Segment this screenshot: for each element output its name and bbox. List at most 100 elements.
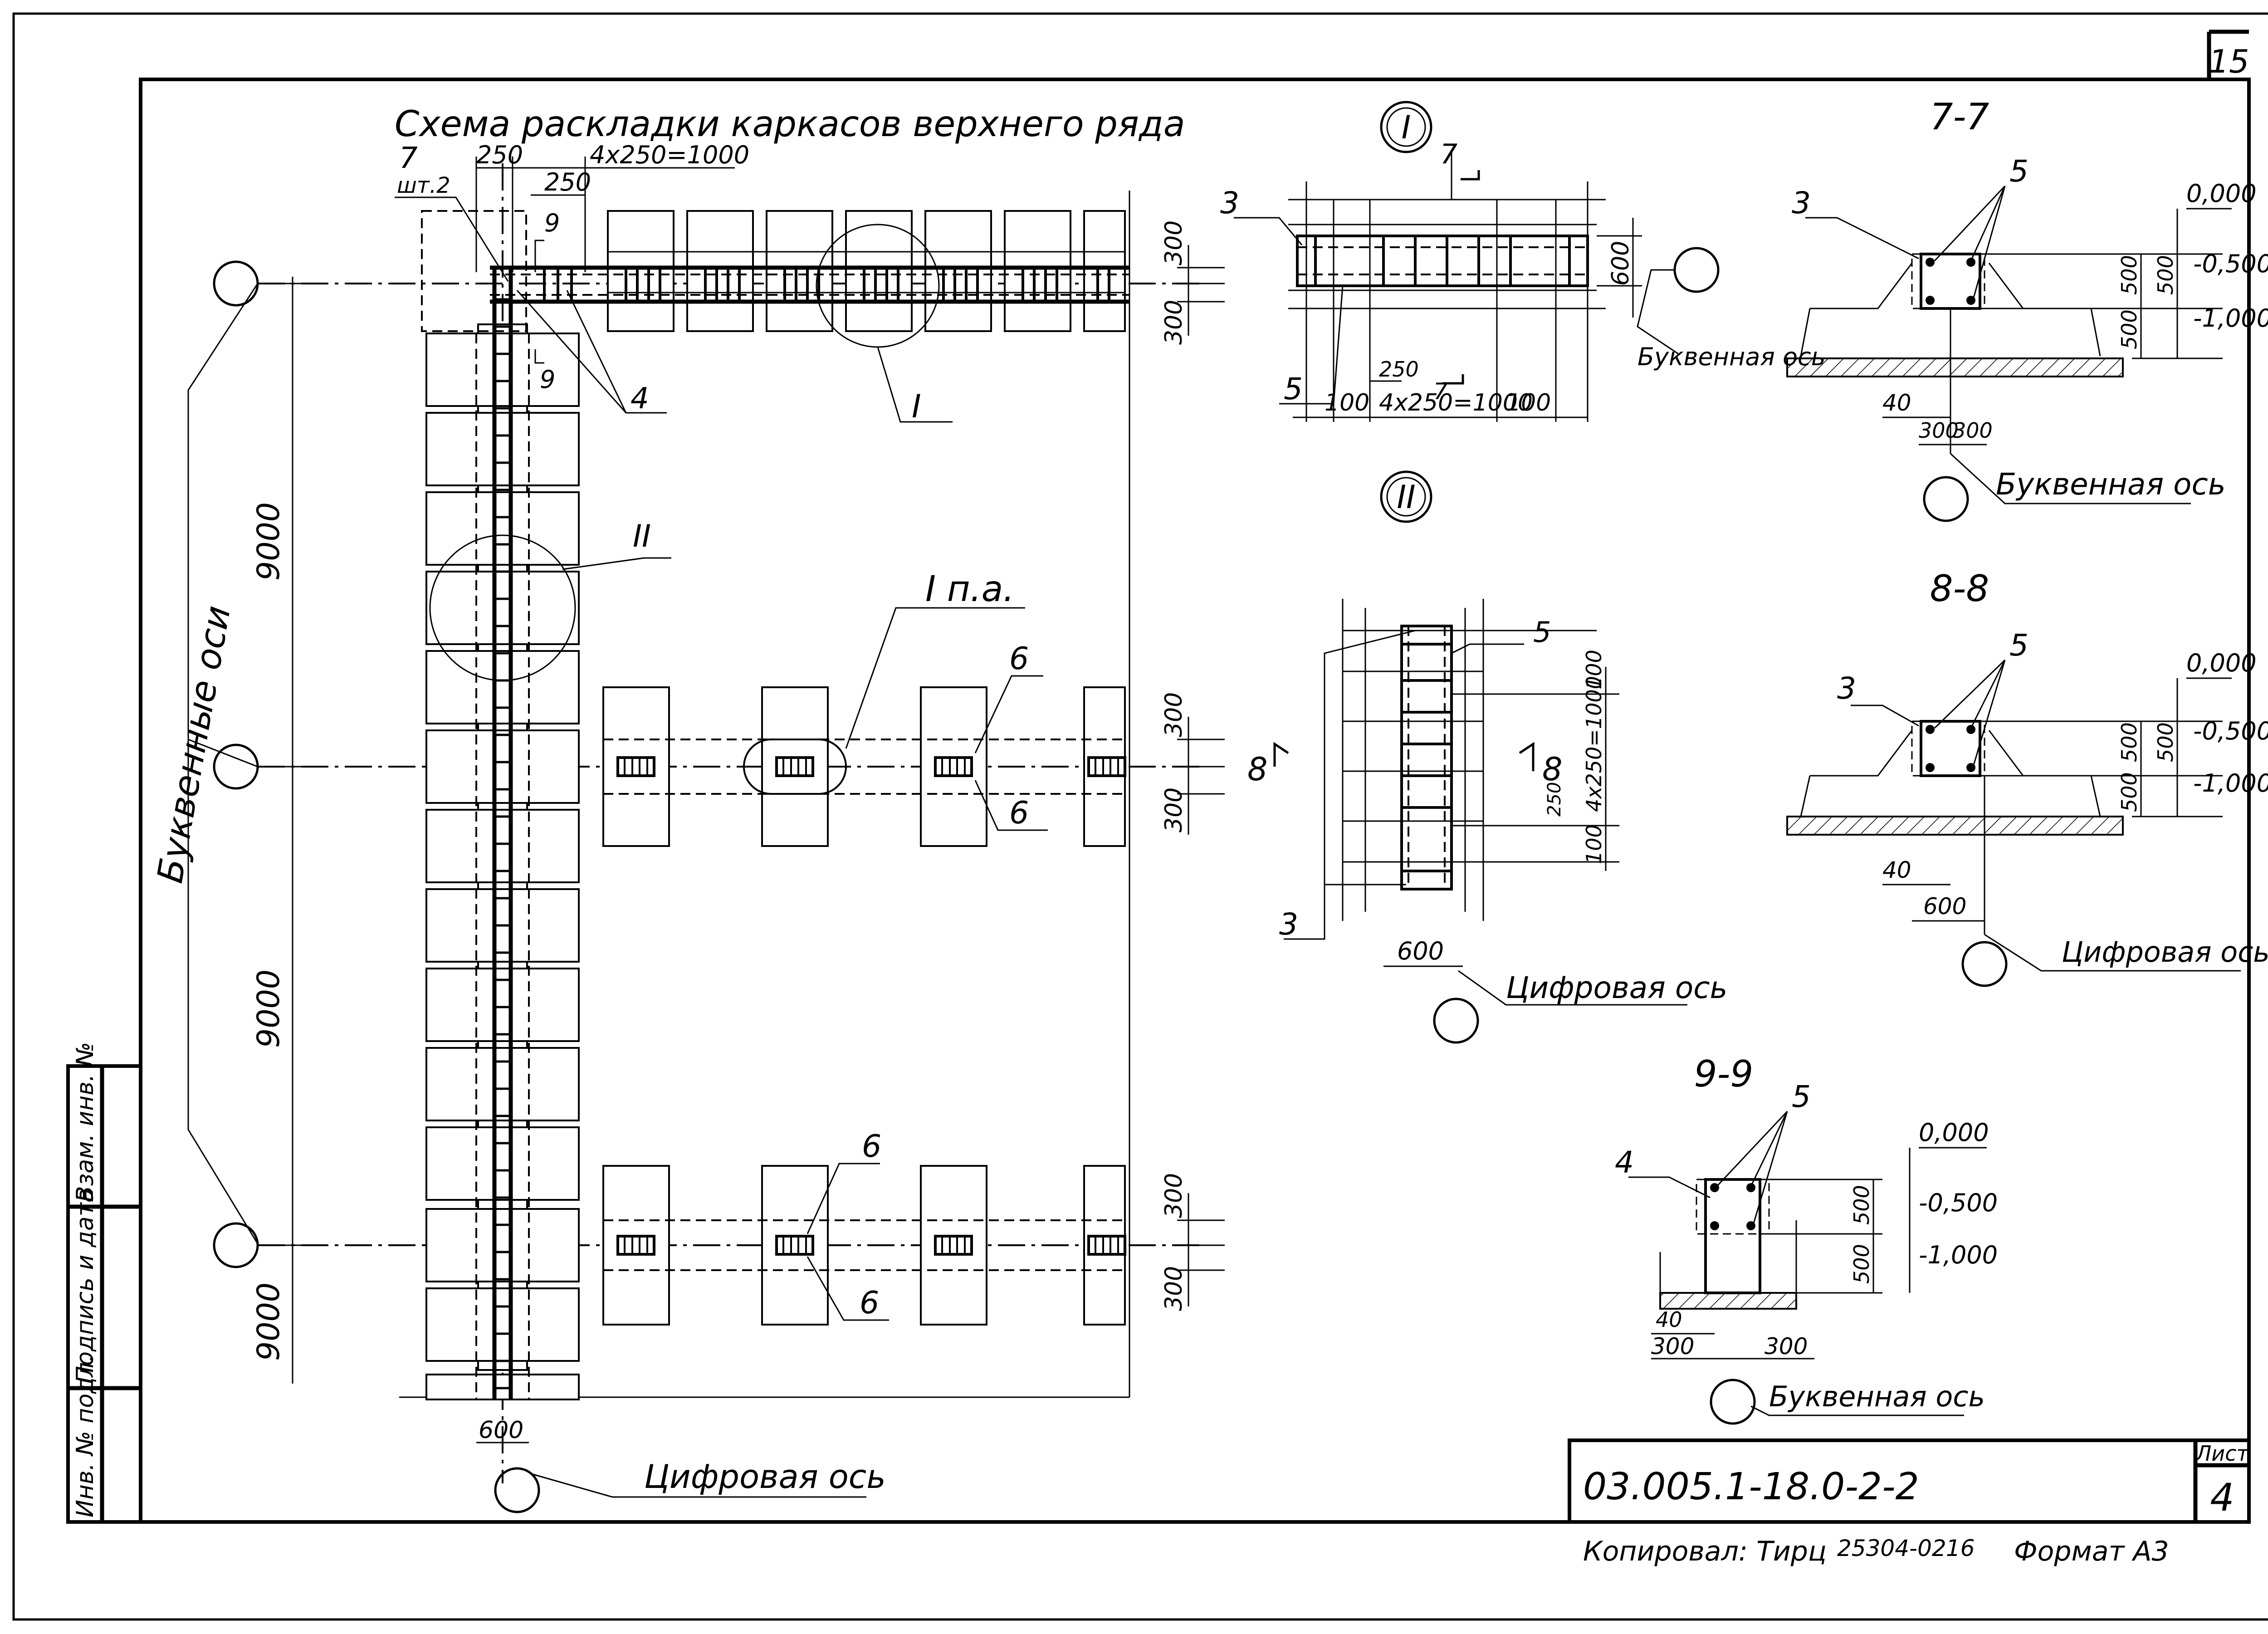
section-9-lvl-1: -1,000 [1919,1241,1998,1269]
section-7-dim-500-a: 500 [2117,255,2141,295]
section-7-dim-500-b: 500 [2117,309,2141,349]
callout-6-c: 6 [862,1129,881,1164]
section-7-label-3: 3 [1792,186,1811,220]
plan-callout-7-qty: шт.2 [397,173,450,198]
section-7-7: 7-7 3 5 0,000 -0,500 -1,000 500 500 500 … [1786,96,2268,522]
section-8-label-5: 5 [2009,628,2028,663]
section-7-dim-500-c: 500 [2153,255,2178,295]
node-II-cut-right: 8 [1542,751,1563,788]
section-9-axis-label: Буквенная ось [1769,1380,1985,1413]
title-designation: 03.005.1-18.0-2-2 [1583,1465,1919,1508]
node-II-label-5: 5 [1533,616,1551,649]
plan-node-I-label: I [912,388,921,425]
section-7-dim-300-b: 300 [1953,418,1993,443]
node-I-dim-4x250: 4x250=1000 [1379,389,1533,416]
section-9-dim-500-a: 500 [1849,1185,1874,1225]
plan-top-dims: 250 4x250=1000 250 7 шт.2 9 9 4 [395,141,749,416]
title-list-number: 4 [2210,1475,2234,1520]
section-8-dim-500-c: 500 [2153,722,2178,762]
section-8-dim-40: 40 [1882,857,1911,883]
section-9-9: 9-9 4 5 0,000 -0,500 -1,000 500 500 40 3… [1615,1053,1998,1425]
plan-dim-4x250: 4x250=1000 [590,141,749,169]
plan-node-II-label: II [633,519,651,554]
callout-6-b: 6 [1009,795,1029,831]
section-9-title: 9-9 [1694,1053,1754,1095]
section-7-dim-300-a: 300 [1919,418,1959,443]
axis-bubble-1 [213,260,259,307]
section-8-dim-600: 600 [1923,893,1966,920]
title-copied: Копировал: Тирц [1583,1536,1827,1567]
plan-dim-300-c: 300 [1160,692,1188,737]
pads-middle-row [602,686,1126,847]
sheet-number: 15 [2209,43,2249,80]
plan-dim-300-b: 300 [1160,300,1188,345]
plan-dim-600: 600 [479,1417,523,1444]
node-II-axis-label: Цифровая ось [1506,970,1727,1005]
section-9-lvl-05: -0,500 [1919,1189,1998,1217]
node-I-pa-outline [743,739,847,795]
dim-9000-b: 9000 [251,969,287,1048]
section-7-title: 7-7 [1930,96,1989,138]
section-9-dim-300-a: 300 [1651,1333,1694,1360]
plan-dim-250-b: 250 [544,168,591,196]
node-II-circle [429,534,576,681]
plan-callout-7: 7 [399,142,418,175]
node-I-mark: I [1402,109,1411,146]
section-8-label-3: 3 [1837,671,1856,706]
node-I-dim-250: 250 [1379,357,1419,382]
section-7-lvl-05: -0,500 [2193,250,2268,278]
node-I-cut-top: 7 [1440,138,1457,170]
node-II-label-3: 3 [1279,907,1298,942]
section-9-dim-40: 40 [1656,1307,1682,1332]
pads-bottom-row [602,1165,1126,1326]
section-7-dim-40: 40 [1882,390,1911,416]
node-II-cut-left: 8 [1247,751,1268,788]
side-stamp: Инв. № подл. Подпись и дата Взам. инв. № [66,1042,142,1524]
plan-right-dims: 300 300 300 300 300 300 [1160,220,1225,1311]
plan-dim-250-a: 250 [476,141,523,169]
title-block: Лист 4 03.005.1-18.0-2-2 Копировал: Тирц… [1568,1438,2251,1567]
label-letter-axes: Буквенные оси [150,603,239,886]
section-9-dim-500-b: 500 [1849,1244,1874,1284]
section-8-title: 8-8 [1930,567,1989,610]
plan-cut-9-top: 9 [544,209,560,237]
plan-digital-axis-bubble [494,1467,540,1513]
title-order-page: 16 [1946,1535,1975,1561]
node-I-label-5: 5 [1284,372,1303,406]
plan-digital-axis-label: Цифровая ось [644,1458,886,1496]
top-horizontal-cage [490,265,1129,304]
node-I-detail: I 7 7 3 5 100 250 4x250=1000 [1220,101,1826,422]
plan-callout-4: 4 [631,382,649,416]
plan-bottom-axis: 600 Цифровая ось [476,1417,886,1513]
inner-frame [139,78,2251,1524]
stamp-sign-date: Подпись и дата [72,1188,99,1384]
plan-dim-300-e: 300 [1160,1173,1188,1218]
plan-node-I-pa-label: I п.а. [925,569,1014,610]
node-II-dim-4x250: 4x250=1000 [1582,676,1606,812]
plan-cut-9-bottom: 9 [540,365,555,394]
section-8-8: 8-8 3 5 0,000 -0,500 -1,000 500 500 500 … [1786,567,2268,987]
pads-top-row [421,210,1126,332]
section-9-label-5: 5 [1792,1079,1811,1114]
plan-dim-300-d: 300 [1160,788,1188,832]
title-order: 25304-02 [1837,1535,1946,1561]
title-list-label: Лист [2195,1441,2249,1466]
dim-9000-a: 9000 [251,502,287,581]
outer-border [12,12,2268,1621]
section-9-lvl-0: 0,000 [1919,1118,1989,1147]
column-pads-outer [425,333,580,1399]
plan-title: Схема раскладки каркасов верхнего ряда [395,104,1185,145]
title-format: Формат А3 [2014,1536,2169,1567]
sheet-number-box: 15 [2207,29,2249,80]
dim-9000-chain: 9000 9000 9000 [251,277,304,1384]
node-II-dim-600: 600 [1397,937,1444,965]
plan-dim-300-a: 300 [1160,220,1188,265]
node-I-label-3: 3 [1220,186,1239,220]
axis-bubble-3 [213,1222,259,1268]
section-8-lvl-1: -1,000 [2193,769,2268,797]
stamp-inv-no: Инв. № подл. [72,1355,99,1517]
node-II-dim-100-b: 100 [1582,824,1606,864]
letter-axes: Буквенные оси [150,260,259,1268]
section-9-dim-300-b: 300 [1765,1333,1808,1360]
